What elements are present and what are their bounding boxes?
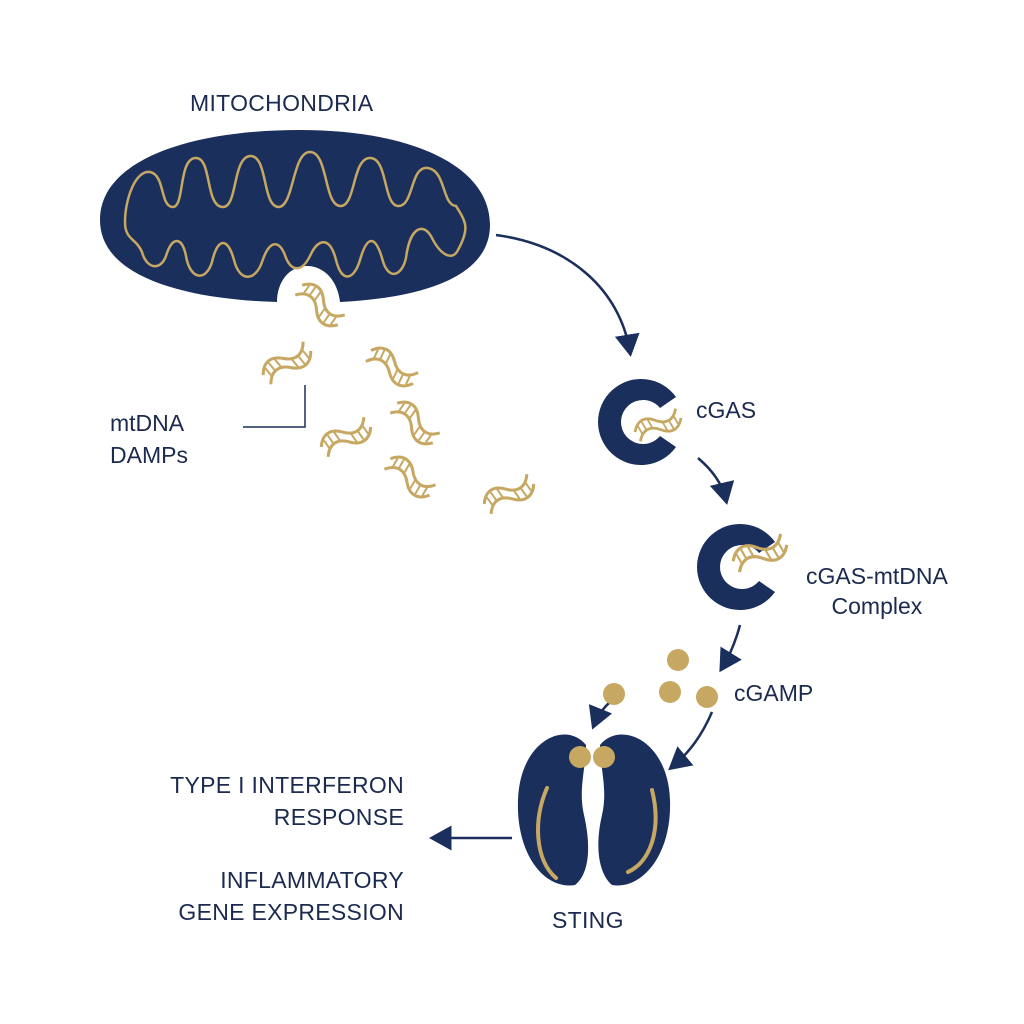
mtdna-label-line1: mtDNA [110,410,185,436]
ifn-label-line1: TYPE I INTERFERON [170,772,404,798]
cgas-label: cGAS [696,397,757,423]
ifn-label-line2: RESPONSE [273,803,404,830]
arrow-icon [719,624,742,673]
page-title: MITOCHONDRIA [190,90,374,116]
mtdna-damps-label: mtDNA DAMPs [110,410,236,469]
cgamp-label: cGAMP [734,680,814,706]
mitochondrion-icon [100,130,490,302]
sting-label: STING [552,907,624,933]
interferon-response-label: TYPE I INTERFERON RESPONSE [110,772,404,831]
damps-bracket-line [243,385,306,428]
infl-label-line2: GENE EXPRESSION [178,898,404,925]
dna-helix-icon [478,466,540,522]
complex-label-line2: Complex [831,592,923,619]
cgas-protein-icon [598,379,686,465]
inflammatory-gene-expression-label: INFLAMMATORY GENE EXPRESSION [110,867,404,926]
arrow-icon [668,711,714,771]
cgamp-molecule-icon [603,649,718,708]
complex-label-line1: cGAS-mtDNA [806,563,948,589]
dna-helix-icon [256,334,318,392]
infl-label-line1: INFLAMMATORY [220,867,404,893]
arrow-icon [697,457,735,505]
dna-helix-icon [379,450,441,504]
cgas-mtdna-complex-icon [697,524,793,610]
mtdna-label-line2: DAMPs [110,441,188,468]
dna-helix-icon [361,342,423,392]
arrow-icon [495,233,640,357]
dna-helix-icon [384,395,446,451]
sting-dimer-icon [517,734,671,886]
cgas-mtdna-complex-label: cGAS-mtDNA Complex [806,563,948,620]
dna-helix-icon [315,409,377,465]
